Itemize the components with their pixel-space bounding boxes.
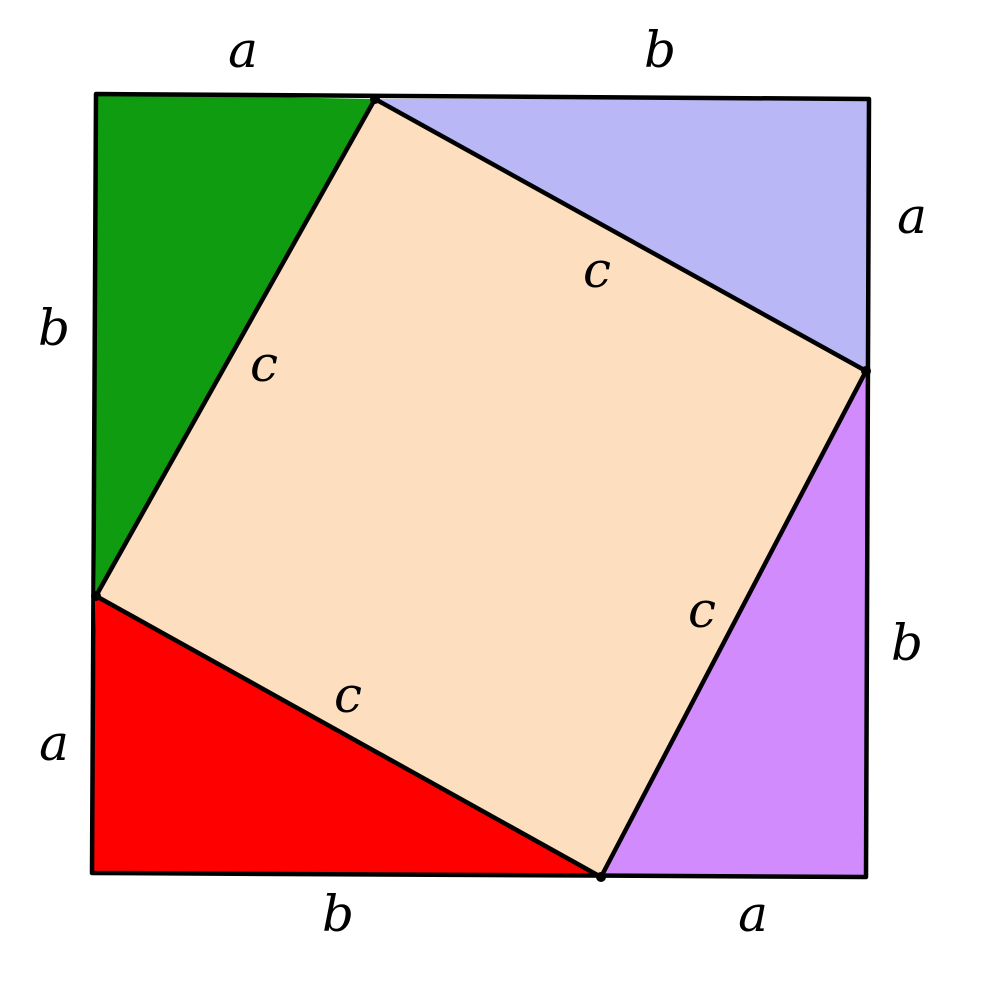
label-hypotenuse-left: c: [250, 335, 278, 393]
label-right-lower-side: b: [891, 614, 923, 672]
label-left-lower-side: a: [39, 714, 69, 772]
label-right-upper-side: a: [897, 187, 927, 245]
label-hypotenuse-right: c: [688, 581, 716, 639]
vertex-bottom: [596, 872, 606, 882]
vertex-right: [861, 366, 871, 376]
label-hypotenuse-top: c: [583, 241, 611, 299]
label-bottom-right-side: a: [738, 885, 768, 943]
label-hypotenuse-bottom: c: [334, 666, 362, 724]
vertex-left: [91, 591, 101, 601]
inner-square: [96, 99, 866, 877]
label-top-left-side: a: [228, 21, 258, 79]
outer-square-outline: [89, 91, 872, 880]
label-bottom-left-side: b: [322, 885, 354, 943]
label-left-upper-side: b: [38, 299, 70, 357]
label-top-right-side: b: [644, 21, 676, 79]
vertex-top: [370, 94, 380, 104]
